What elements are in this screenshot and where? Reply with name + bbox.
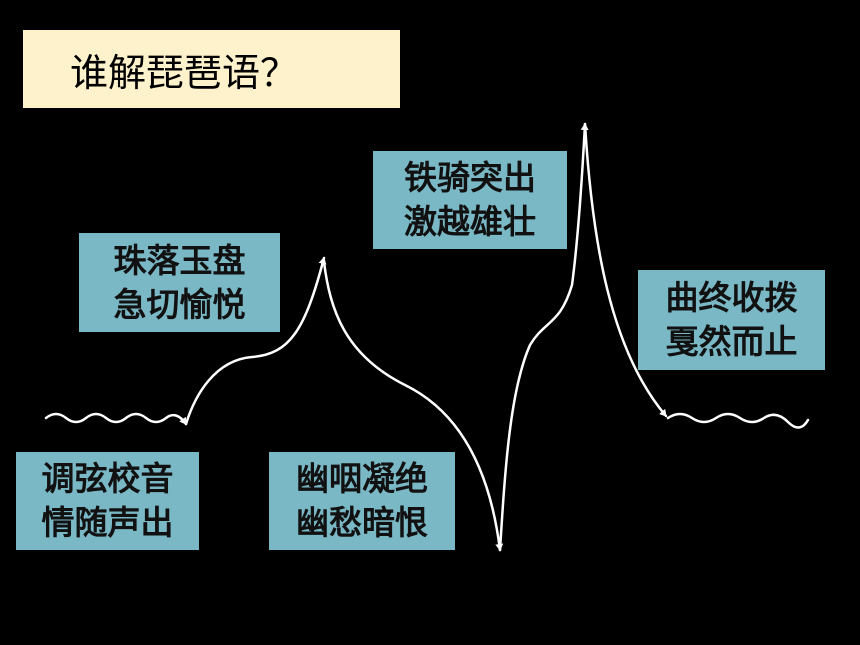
stage-pearls-line1: 珠落玉盘 — [113, 240, 246, 280]
sudden-ending — [583, 122, 668, 418]
surge-to-climax — [498, 122, 589, 552]
stage-cavalry-line1: 铁骑突出 — [404, 158, 536, 197]
stage-tuning-line1: 调弦校音 — [41, 459, 174, 498]
stage-ending: 曲终收拨 戛然而止 — [638, 270, 825, 370]
stage-cavalry-line2: 激越雄壮 — [404, 202, 536, 241]
stage-pearls-line2: 急切愉悦 — [113, 284, 246, 324]
stage-ending-line2: 戛然而止 — [665, 322, 798, 361]
stage-cavalry: 铁骑突出 激越雄壮 — [373, 151, 567, 249]
stage-silence: 幽咽凝绝 幽愁暗恨 — [269, 452, 455, 550]
stage-tuning-line2: 情随声出 — [41, 503, 174, 542]
title-box: 谁解琵琶语？ — [23, 30, 400, 108]
stage-tuning: 调弦校音 情随声出 — [16, 452, 199, 550]
ending-wave — [666, 412, 810, 429]
tuning-wave — [44, 412, 188, 426]
stage-silence-line1: 幽咽凝绝 — [296, 459, 428, 498]
descent-to-trough — [322, 260, 504, 552]
stage-pearls: 珠落玉盘 急切愉悦 — [79, 233, 280, 332]
first-rise — [184, 256, 327, 426]
page-title: 谁解琵琶语？ — [70, 50, 299, 95]
stage-silence-line2: 幽愁暗恨 — [296, 503, 428, 542]
stage-ending-line1: 曲终收拨 — [665, 278, 798, 317]
